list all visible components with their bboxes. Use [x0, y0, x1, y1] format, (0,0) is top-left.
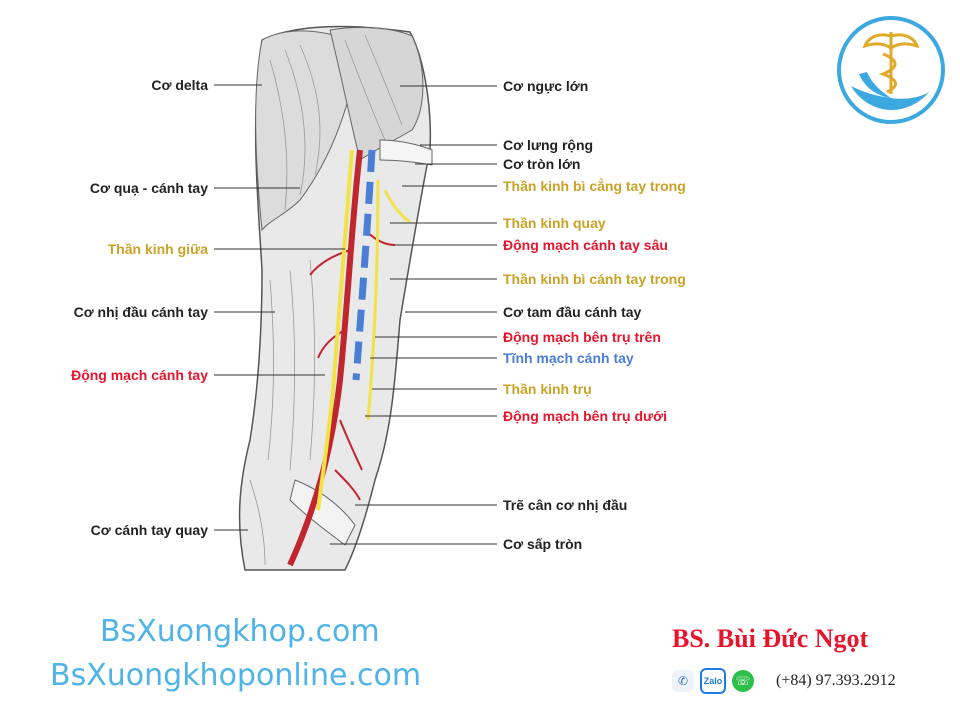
hands-icon	[851, 72, 929, 110]
label-ulnar-nerve: Thần kinh trụ	[503, 381, 592, 397]
clinic-logo	[837, 16, 945, 124]
label-medial-antebrachial-cutaneous-nerve: Thần kinh bì cẳng tay trong	[503, 178, 686, 194]
label-teres-major: Cơ tròn lớn	[503, 156, 581, 172]
label-deltoid: Cơ delta	[151, 77, 208, 93]
label-latissimus-dorsi: Cơ lưng rộng	[503, 137, 594, 153]
label-bicipital-aponeurosis: Trẽ cân cơ nhị đầu	[503, 497, 628, 513]
label-biceps-brachii: Cơ nhị đầu cánh tay	[73, 304, 208, 320]
brachial-artery	[287, 149, 363, 567]
ulnar-nerve	[366, 179, 380, 421]
caduceus-icon	[862, 32, 920, 94]
label-brachial-artery: Động mạch cánh tay	[71, 367, 208, 383]
latissimus-teres-tendons	[379, 139, 433, 166]
label-coracobrachialis: Cơ quạ - cánh tay	[89, 180, 208, 196]
label-superior-ulnar-collateral-artery: Động mạch bên trụ trên	[503, 329, 661, 345]
site-url-primary[interactable]: BsXuongkhop.com	[100, 614, 380, 649]
label-medial-brachial-cutaneous-nerve: Thần kinh bì cánh tay trong	[503, 271, 686, 287]
phone-icon[interactable]: ✆	[672, 670, 694, 692]
label-deep-brachial-artery: Động mạch cánh tay sâu	[503, 237, 668, 253]
label-brachial-vein: Tĩnh mạch cánh tay	[503, 350, 634, 366]
whatsapp-icon[interactable]: ☏	[732, 670, 754, 692]
label-inferior-ulnar-collateral-artery: Động mạch bên trụ dưới	[503, 408, 667, 424]
contact-row: ✆ Zalo ☏ (+84) 97.393.2912	[672, 668, 896, 694]
doctor-name: BS. Bùi Đức Ngọt	[672, 624, 869, 653]
label-pronator-teres: Cơ sấp tròn	[503, 536, 583, 552]
label-brachioradialis: Cơ cánh tay quay	[90, 522, 208, 538]
median-nerve	[316, 149, 354, 511]
site-url-online[interactable]: BsXuongkhoponline.com	[50, 658, 422, 693]
label-pectoralis-major: Cơ ngực lớn	[503, 78, 589, 94]
phone-number[interactable]: (+84) 97.393.2912	[776, 672, 896, 689]
label-triceps-brachii: Cơ tam đầu cánh tay	[503, 304, 642, 320]
muscle-fibres	[249, 34, 403, 566]
zalo-icon[interactable]: Zalo	[700, 668, 726, 694]
label-median-nerve: Thần kinh giữa	[107, 241, 208, 257]
brachial-vein	[352, 149, 376, 381]
artery-branches	[309, 229, 396, 501]
label-radial-nerve: Thần kinh quay	[503, 215, 606, 231]
leader-lines	[214, 84, 497, 545]
radial-nerve	[383, 189, 411, 224]
